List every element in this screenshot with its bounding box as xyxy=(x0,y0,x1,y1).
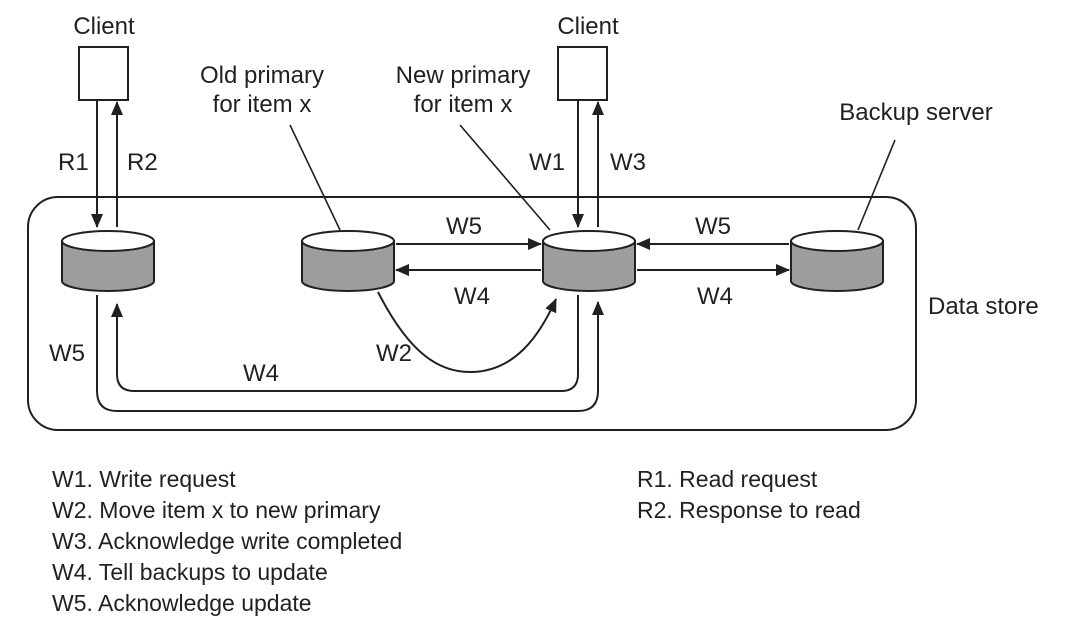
label-w4-mid-left: W4 xyxy=(454,283,490,310)
database-cylinder-backup xyxy=(790,230,884,292)
arrow-w4-to-left-store xyxy=(111,295,579,392)
arrow-w5-from-left-store xyxy=(96,295,604,412)
client-left-box xyxy=(78,46,129,101)
label-r2: R2 xyxy=(127,149,158,176)
backup-server-label: Backup server xyxy=(839,99,992,126)
label-w5-bottom: W5 xyxy=(49,340,85,367)
legend-w1: W1. Write request xyxy=(52,466,236,492)
label-w4-mid-right: W4 xyxy=(697,283,733,310)
label-r1: R1 xyxy=(58,149,89,176)
pointer-old-primary xyxy=(289,124,341,231)
database-cylinder-left xyxy=(61,230,155,292)
database-cylinder-old-primary xyxy=(301,230,395,292)
label-w1: W1 xyxy=(529,149,565,176)
client-right-label: Client xyxy=(557,13,619,40)
database-cylinder-new-primary xyxy=(542,230,636,292)
new-primary-label-line1: New primary xyxy=(396,62,531,89)
legend-w5: W5. Acknowledge update xyxy=(52,590,312,616)
legend-r2: R2. Response to read xyxy=(637,497,861,523)
legend-w2: W2. Move item x to new primary xyxy=(52,497,381,523)
legend-w4: W4. Tell backups to update xyxy=(52,559,328,585)
label-w4-bottom: W4 xyxy=(243,360,279,387)
arrow-w2-move xyxy=(377,291,557,374)
label-w5-top-left: W5 xyxy=(446,213,482,240)
client-right-box xyxy=(557,46,608,101)
label-w2: W2 xyxy=(376,340,412,367)
client-left-label: Client xyxy=(73,13,135,40)
legend-r1: R1. Read request xyxy=(637,466,818,492)
old-primary-label-line1: Old primary xyxy=(200,62,324,89)
old-primary-label-line2: for item x xyxy=(213,91,312,118)
label-w5-top-right: W5 xyxy=(695,213,731,240)
legend-w3: W3. Acknowledge write completed xyxy=(52,528,402,554)
pointer-new-primary xyxy=(459,124,551,231)
data-store-label: Data store xyxy=(928,293,1039,320)
data-store-boundary xyxy=(27,196,917,431)
label-w3: W3 xyxy=(610,149,646,176)
new-primary-label-line2: for item x xyxy=(414,91,513,118)
pointer-backup-server xyxy=(857,139,896,231)
